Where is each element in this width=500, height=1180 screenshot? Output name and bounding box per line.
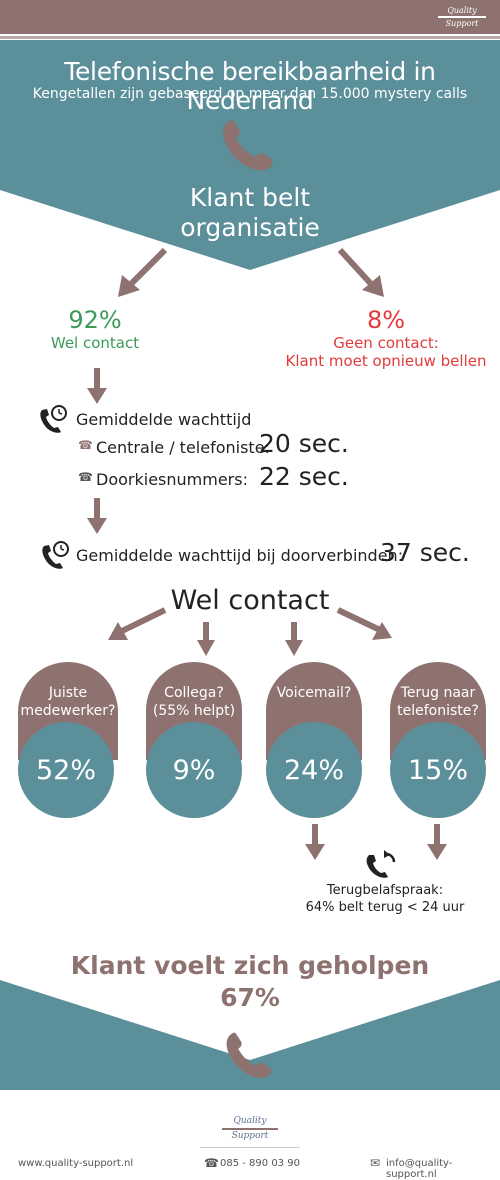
footer-logo-line2: Support (231, 1131, 269, 1141)
footer-logo[interactable]: Quality Support (214, 1116, 286, 1146)
wait-row1-value: 20 sec. (259, 429, 349, 458)
wait-heading: Gemiddelde wachttijd (76, 410, 252, 429)
outcome-card-3-label: Voicemail? (266, 684, 362, 702)
hero-call-label: Klant belt organisatie (100, 183, 400, 243)
contact-block: 92% Wel contact (20, 306, 170, 352)
hero-call-line1: Klant belt (189, 183, 311, 212)
outcome-2-line2: (55% helpt) (152, 703, 236, 719)
page-subtitle: Kengetallen zijn gebaseerd op meer dan 1… (32, 86, 468, 102)
footer-phone-icon: ☎ (204, 1156, 219, 1170)
top-bar (0, 0, 500, 34)
header-logo-line1: Quality (447, 6, 477, 15)
page-title: Telefonische bereikbaarheid in Nederland (64, 57, 436, 115)
outcome-4-line2: telefoniste? (397, 703, 479, 719)
down-arrow-2 (87, 498, 107, 534)
footer-logo-line1: Quality (233, 1116, 267, 1126)
down-arrow-telefoniste (427, 824, 447, 860)
outcome-1-line1: Juiste (48, 685, 88, 701)
bottom-banner (0, 980, 500, 1090)
footer-logo-swoosh (222, 1128, 278, 1130)
result-line1: Klant voelt zich geholpen (70, 951, 430, 980)
outcome-heading: Wel contact (170, 585, 330, 616)
transfer-label: Gemiddelde wachttijd bij doorverbinden: (76, 546, 404, 565)
outcome-card-4-label: Terug naar telefoniste? (390, 684, 486, 720)
footer-phone[interactable]: 085 - 890 03 90 (220, 1158, 300, 1169)
no-contact-pct: 8% (366, 306, 406, 334)
outcome-1-line2: medewerker? (20, 703, 116, 719)
phone-clock-icon-2 (42, 541, 69, 569)
no-contact-block: 8% Geen contact: Klant moet opnieuw bell… (276, 306, 496, 370)
transfer-value: 37 sec. (380, 538, 470, 567)
down-arrow-voicemail (305, 824, 325, 860)
footer-divider (200, 1147, 300, 1148)
no-contact-label2: Klant moet opnieuw bellen (285, 352, 487, 370)
wait-row2-value: 22 sec. (259, 462, 349, 491)
callback-line1: Terugbelafspraak: (326, 883, 444, 898)
top-divider (0, 36, 500, 39)
callback-block: Terugbelafspraak: 64% belt terug < 24 uu… (290, 882, 480, 916)
operator-icon: ☎ (78, 438, 93, 452)
result-line2: 67% (220, 983, 280, 1012)
phone-icon (223, 120, 273, 171)
footer-website[interactable]: www.quality-support.nl (18, 1158, 134, 1169)
outcome-2-pct: 9% (146, 722, 242, 818)
callback-line2: 64% belt terug < 24 uur (305, 900, 465, 915)
wait-row1-label: Centrale / telefoniste: (96, 438, 270, 457)
split-arrows (118, 247, 384, 297)
outcome-3-pct: 24% (266, 722, 362, 818)
outcome-4-line1: Terug naar (400, 685, 476, 701)
phone-clock-icon (40, 405, 67, 433)
outcome-card-2-label: Collega? (55% helpt) (146, 684, 242, 720)
no-contact-label1: Geen contact: (333, 334, 439, 352)
outcome-2-line1: Collega? (164, 685, 224, 701)
outcome-card-1-label: Juiste medewerker? (18, 684, 118, 720)
outcome-4-pct: 15% (390, 722, 486, 818)
footer-email[interactable]: info@quality-support.nl (386, 1158, 453, 1180)
callback-icon (366, 850, 396, 878)
hero-call-line2: organisatie (180, 213, 320, 242)
logo-swoosh (438, 16, 486, 18)
result-block: Klant voelt zich geholpen 67% (0, 950, 500, 1014)
outcome-1-pct: 52% (18, 722, 114, 818)
wait-row2-label: Doorkiesnummers: (96, 470, 248, 489)
mail-icon: ✉ (370, 1156, 381, 1170)
header-logo-line2: Support (445, 19, 479, 28)
outcome-arrows (108, 607, 392, 656)
header-logo[interactable]: Quality Support (434, 6, 490, 28)
phone-desk-icon: ☎ (78, 470, 93, 484)
outcome-3-line1: Voicemail? (276, 685, 352, 701)
contact-label: Wel contact (50, 334, 140, 352)
phone-icon-bottom (226, 1032, 272, 1078)
down-arrow-1 (87, 368, 107, 404)
contact-pct: 92% (68, 306, 122, 334)
